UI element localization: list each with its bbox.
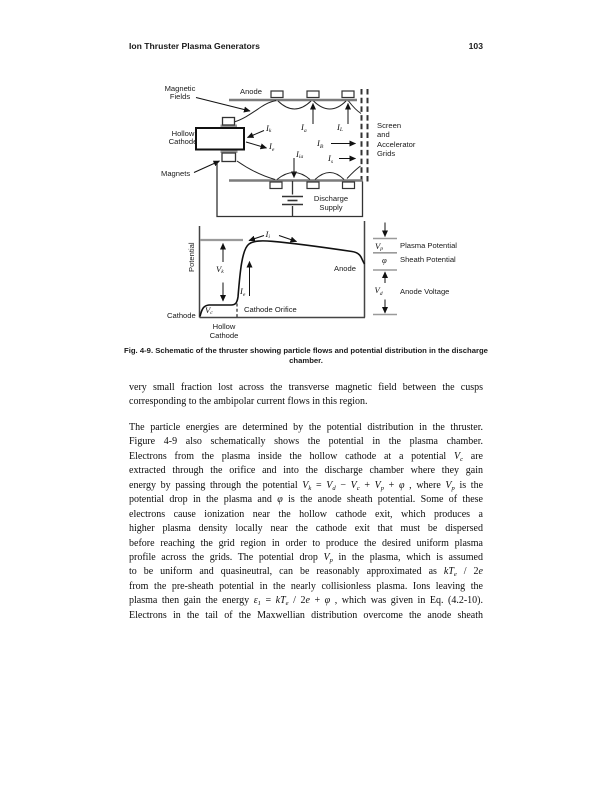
ie-plot-label: Ie [240,286,246,298]
anode-wall-top [229,90,357,102]
figure-caption: Fig. 4-9. Schematic of the thruster show… [124,346,488,366]
body-line: Electrons in the tail of the Maxwellian … [129,609,483,621]
screen-accel-grids [360,89,369,182]
hollow-cathode-label: Hollow Cathode [168,128,198,147]
anode-label-plot: Anode [334,263,356,273]
cathode-label: Cathode [167,310,196,320]
current-arrows [245,102,357,179]
vp-label: Vp [375,240,384,253]
body-line: potential drop in the plasma and φ is th… [129,494,483,506]
vd-label: Vd [374,285,383,297]
magnets-label: Magnets [161,168,191,178]
magnets-pointer [193,160,221,173]
sheath-potential-label: Sheath Potential [400,254,456,264]
body-line: to be uniform and quasineutral, can be r… [129,566,483,579]
body-line: profile across the grids. The potential … [129,551,483,564]
potential-brackets [373,222,397,316]
ii-arrows [248,235,298,243]
current-ia-label: Ia [301,122,307,134]
body-text: very small fraction lost across the tran… [129,381,483,623]
current-ie-label: Ie [269,141,275,153]
page-number: 103 [468,41,483,51]
body-line: The particle energies are determined by … [129,421,483,433]
current-is-label: Is [328,153,334,165]
current-ik-label: Ik [266,122,272,135]
discharge-supply-label: Discharge Supply [313,193,349,212]
body-line: electrons cause ionization near the holl… [129,508,483,520]
body-line: higher plasma density locally near the c… [129,523,483,535]
body-line: from the pre-sheath potential in the nea… [129,580,483,592]
current-ib-label: IB [317,138,324,150]
body-line: Figure 4-9 also schematically shows the … [129,436,483,448]
magnetic-fields-label: Magnetic Fields [164,83,196,102]
magnetic-fields-pointer [195,97,251,113]
current-il-label: IL [337,121,344,134]
body-line: before reaching the grid region in order… [129,537,483,549]
screen-grids-label: Screen and Accelerator Grids [377,120,416,159]
potential-axis-label: Potential [187,242,196,272]
figure-4-9: Magnetic Fields Anode Hollow Cathode Mag… [0,0,612,348]
paragraph-1: very small fraction lost across the tran… [129,381,483,410]
hollow-cathode-plot-label: Hollow Cathode [209,321,239,340]
figure-linework [193,89,397,319]
vk-label: Vk [216,263,224,276]
body-line: plasma then gain the energy ε1 = kTe / 2… [129,595,484,608]
magnetic-field-cusps-top [233,100,362,123]
vc-label: Vc [205,304,213,317]
paragraph-2: The particle energies are determined by … [129,421,483,623]
ii-label: Ii [265,228,270,241]
current-iia-label: Iia [296,148,304,161]
anode-wall-bottom [229,179,362,190]
body-line: Electrons from the plasma inside the hol… [129,450,483,463]
anode-voltage-label: Anode Voltage [400,286,450,296]
running-head: Ion Thruster Plasma Generators [129,41,260,51]
hollow-cathode-body [195,116,245,163]
anode-label-top: Anode [240,86,262,96]
body-line: extracted through the orifice and into t… [129,465,483,477]
discharge-supply-circuit [216,163,364,218]
plasma-potential-label: Plasma Potential [400,240,457,250]
body-line: corresponding to the ambipolar current f… [129,396,368,408]
phi-label: φ [382,255,387,265]
potential-plot-axes [198,221,366,319]
body-line: energy by passing through the potential … [129,479,484,492]
cathode-orifice-label: Cathode Orifice [244,305,297,314]
potential-curve [199,240,366,317]
body-line: very small fraction lost across the tran… [129,382,483,393]
magnetic-field-cusps-bottom [236,160,361,180]
